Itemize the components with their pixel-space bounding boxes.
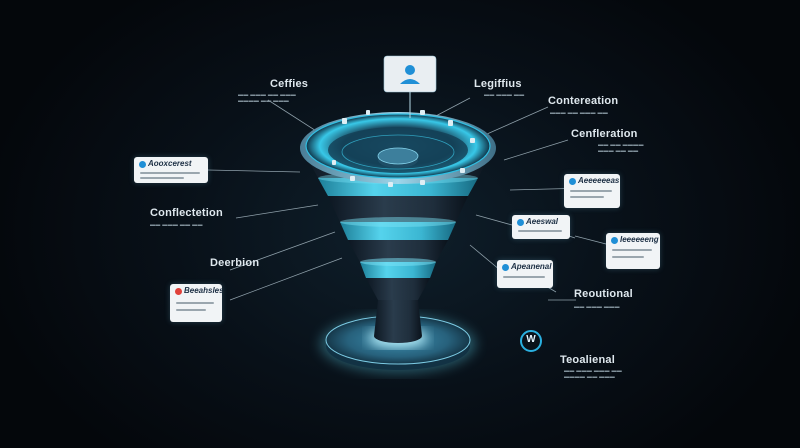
dot-icon	[139, 161, 146, 168]
label-left-low: Deerbion	[210, 257, 260, 269]
label-right-mid: Cenfleration	[571, 128, 638, 140]
card-right-c-title: Ieeeeeeng	[620, 235, 659, 244]
card-left-top-title: Aooxcerest	[148, 159, 192, 168]
label-top-right-subtext: ▬▬ ▬▬▬ ▬▬	[484, 92, 525, 98]
label-top-left-subtext-2: ▬▬▬▬ ▬▬ ▬▬▬	[238, 98, 290, 104]
card-left-bottom: Beeahsles	[170, 284, 222, 322]
label-lower-right: Reoutional	[574, 288, 633, 300]
user-profile-card	[383, 55, 437, 118]
user-profile-icon	[405, 65, 415, 75]
dot-icon	[569, 178, 576, 185]
card-right-a: Aeeeeeeas	[564, 174, 620, 208]
label-left-mid: Conflectetion	[150, 207, 223, 219]
dot-icon	[517, 219, 524, 226]
label-top-left: Ceffies	[270, 78, 309, 90]
label-top-right: Legiffius	[474, 78, 522, 90]
label-bottom-right-subtext: ▬▬ ▬▬▬ ▬▬▬ ▬▬	[564, 368, 623, 374]
card-right-d-title: Apeanenal	[511, 262, 552, 271]
card-right-b-title: Aeeswal	[526, 217, 559, 226]
label-right-mid-subtext: ▬▬ ▬▬ ▬▬▬▬	[598, 142, 644, 148]
label-upper-right: Contereation	[548, 95, 619, 107]
label-lower-right-subtext: ▬▬ ▬▬▬ ▬▬▬	[574, 304, 620, 310]
dot-icon	[175, 288, 182, 295]
card-right-a-title: Aeeeeeeas	[578, 176, 620, 185]
card-left-top: Aooxcerest	[134, 157, 208, 183]
label-bottom-right-subtext-2: ▬▬▬▬ ▬▬ ▬▬▬	[564, 374, 616, 380]
card-right-c: Ieeeeeeng	[606, 233, 660, 269]
label-upper-right-subtext: ▬▬▬ ▬▬ ▬▬▬ ▬▬	[550, 110, 609, 116]
label-right-mid-subtext-2: ▬▬▬ ▬▬ ▬▬	[598, 148, 639, 154]
dot-icon	[611, 237, 618, 244]
rim-icons	[332, 110, 475, 187]
card-right-b: Aeeswal	[512, 215, 570, 239]
label-bottom-right: Teoalienal	[560, 354, 615, 366]
label-top-left-subtext: ▬▬ ▬▬▬ ▬▬ ▬▬▬	[238, 92, 297, 98]
card-right-d: Apeanenal	[497, 260, 553, 288]
label-left-mid-subtext: ▬▬ ▬▬▬ ▬▬ ▬▬	[150, 222, 203, 228]
circle-w-logo-icon: W	[520, 330, 542, 352]
card-left-bottom-title: Beeahsles	[184, 286, 222, 295]
dot-icon	[502, 264, 509, 271]
